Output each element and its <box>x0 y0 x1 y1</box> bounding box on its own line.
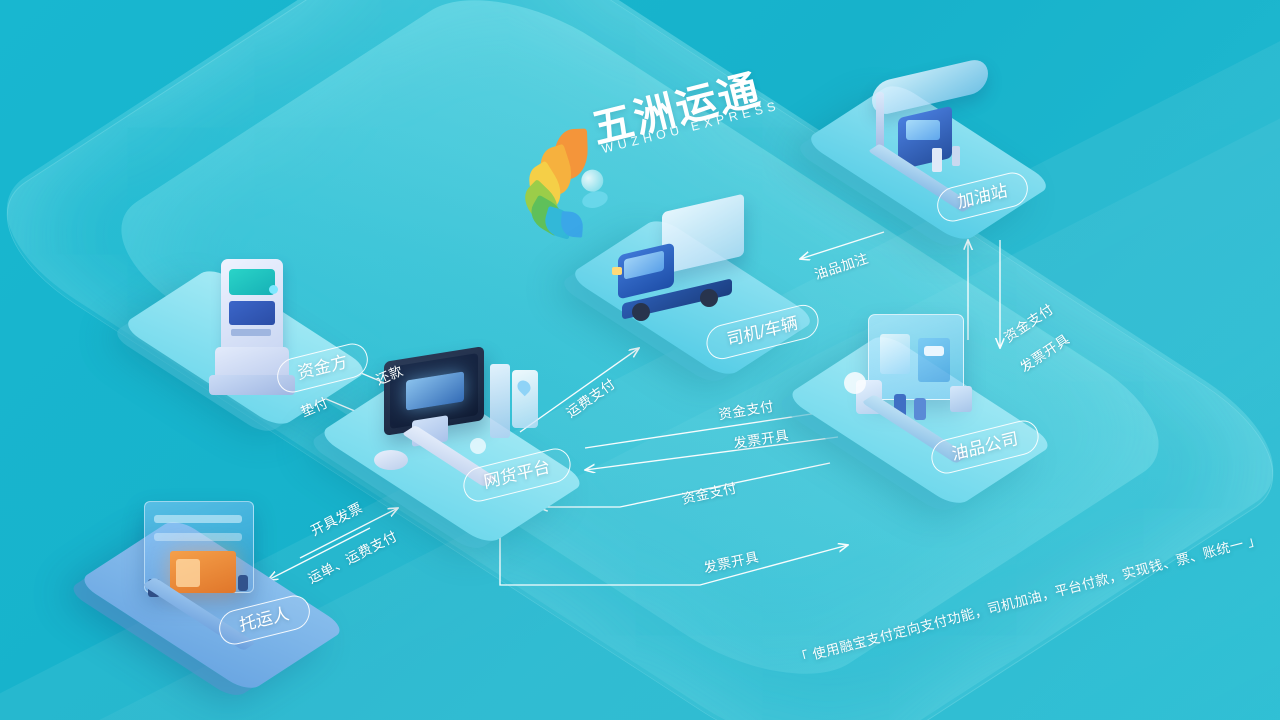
node-funder[interactable]: 资金方 <box>120 255 371 440</box>
arrow-platform-to-driver <box>519 348 639 433</box>
atm-machine-icon <box>153 255 338 440</box>
warehouse-icon <box>112 501 312 690</box>
node-driver[interactable]: 司机/车辆 <box>567 193 821 390</box>
arrow-station-to-driver <box>800 231 885 259</box>
node-station[interactable]: 加油站 <box>803 56 1054 255</box>
fuel-pump-icon <box>836 56 1021 255</box>
arrow-platform-to-oilcorp-funds <box>584 410 838 449</box>
arrow-platform-to-shipper <box>268 527 371 580</box>
node-oilcorp[interactable]: 油品公司 <box>784 314 1056 508</box>
truck-icon <box>600 193 785 390</box>
arrow-oilcorp-to-platform-funds-lower <box>538 462 831 507</box>
arrow-oilcorp-to-platform-invoice <box>585 436 839 470</box>
arrow-shipper-to-platform <box>299 508 398 559</box>
office-building-icon <box>820 314 1020 505</box>
node-platform[interactable]: 网货平台 <box>316 346 588 546</box>
desktop-computer-icon <box>352 346 552 543</box>
arrow-platform-to-oilcorp-invoice-lower <box>499 500 848 586</box>
node-shipper[interactable]: 托运人 <box>76 501 348 693</box>
